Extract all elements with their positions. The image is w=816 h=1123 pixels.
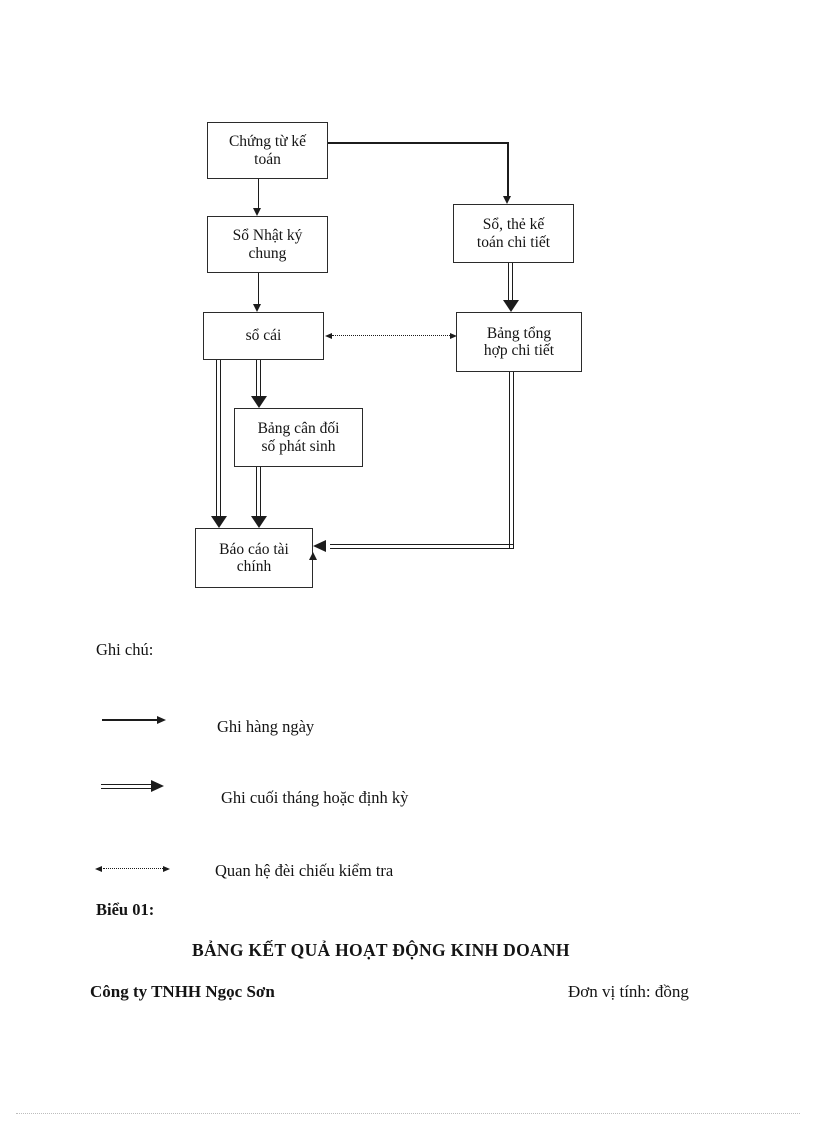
arrowhead-left-icon xyxy=(95,865,102,872)
flow-box-label: Chứng từ kế toán xyxy=(228,133,307,168)
arrowhead-left-icon xyxy=(313,540,326,552)
connector-dotted-line xyxy=(332,335,450,336)
connector-line xyxy=(507,142,509,197)
arrowhead-down-icon xyxy=(253,208,262,216)
legend-double-arrow-icon xyxy=(101,784,151,789)
figure-label: Biểu 01: xyxy=(96,900,155,919)
legend-single-arrow-icon xyxy=(102,719,157,721)
flow-box-so-nhat-ky-chung: Sổ Nhật ký chung xyxy=(207,216,328,273)
arrowhead-down-icon xyxy=(253,304,262,312)
connector-double-line xyxy=(330,544,514,549)
report-title: BẢNG KẾT QUẢ HOẠT ĐỘNG KINH DOANH xyxy=(192,940,570,960)
arrowhead-right-icon xyxy=(163,865,170,872)
legend-item-label: Ghi cuối tháng hoặc định kỳ xyxy=(221,788,409,807)
unit-note: Đơn vị tính: đồng xyxy=(568,982,689,1001)
legend-title: Ghi chú: xyxy=(96,640,154,659)
flow-box-label: Sổ, thẻ kế toán chi tiết xyxy=(476,216,551,251)
company-name: Công ty TNHH Ngọc Sơn xyxy=(90,982,275,1001)
arrowhead-left-icon xyxy=(325,332,332,339)
connector-double-line xyxy=(509,372,514,549)
arrowhead-down-icon xyxy=(210,516,227,528)
connector-line xyxy=(328,142,508,144)
arrowhead-down-icon xyxy=(502,300,519,312)
flow-box-label: Bảng cân đối số phát sinh xyxy=(257,420,340,455)
flow-box-bang-tong-hop-chi-tiet: Bảng tổng hợp chi tiết xyxy=(456,312,582,372)
flow-box-so-cai: sổ cái xyxy=(203,312,324,360)
legend-item-label: Ghi hàng ngày xyxy=(217,717,315,736)
page-bottom-divider xyxy=(16,1113,800,1114)
connector-double-line xyxy=(508,263,513,300)
connector-double-line xyxy=(256,360,261,397)
flow-box-label: Bảng tổng hợp chi tiết xyxy=(483,324,555,360)
flow-box-so-the-ke-toan-chi-tiet: Sổ, thẻ kế toán chi tiết xyxy=(453,204,574,263)
flow-box-label: Báo cáo tài chính xyxy=(219,540,289,576)
arrowhead-down-icon xyxy=(250,516,267,528)
flow-box-label: Sổ Nhật ký chung xyxy=(232,227,303,262)
connector-line xyxy=(257,179,259,209)
flow-box-label: sổ cái xyxy=(245,327,282,345)
arrowhead-right-icon xyxy=(450,332,457,339)
flow-box-chung-tu-ke-toan: Chứng từ kế toán xyxy=(207,122,328,179)
arrowhead-right-icon xyxy=(157,715,166,724)
flow-box-bang-can-doi-so-phat-sinh: Bảng cân đối số phát sinh xyxy=(234,408,363,467)
legend-dotted-arrow-icon xyxy=(103,868,163,869)
connector-line xyxy=(257,273,259,305)
connector-double-line xyxy=(216,360,221,517)
arrowhead-right-icon xyxy=(151,780,164,792)
arrowhead-down-icon xyxy=(250,396,267,408)
arrowhead-down-icon xyxy=(503,196,512,204)
legend-item-label: Quan hệ đèi chiếu kiểm tra xyxy=(215,861,394,880)
arrowhead-up-icon xyxy=(309,552,317,560)
flow-box-bao-cao-tai-chinh: Báo cáo tài chính xyxy=(195,528,313,588)
connector-double-line xyxy=(256,467,261,517)
